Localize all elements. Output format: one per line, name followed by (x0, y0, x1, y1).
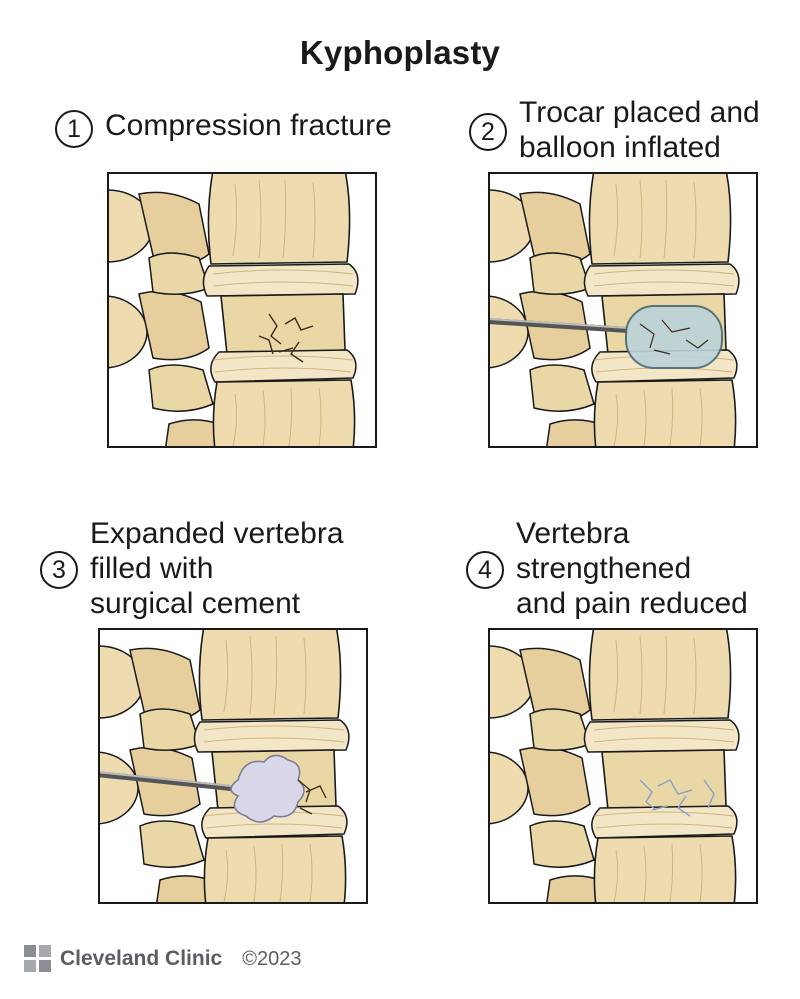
illustration-strengthened (488, 628, 758, 904)
step-4-caption: Vertebra strengthened and pain reduced (516, 516, 748, 621)
copyright: ©2023 (242, 947, 302, 970)
step-2-number: 2 (469, 113, 507, 151)
trocar (490, 318, 629, 333)
trocar (100, 771, 251, 793)
step-4-caption-line: Vertebra (516, 517, 630, 550)
fracture-cracks (258, 313, 314, 363)
illustration-balloon-inflated (488, 172, 758, 448)
step-4-heading: 4 Vertebra strengthened and pain reduced (466, 516, 748, 621)
step-4-caption-line: and pain reduced (516, 587, 748, 620)
step-3-number: 3 (40, 551, 78, 589)
step-1-caption: Compression fracture (105, 108, 392, 143)
brand-name: Cleveland Clinic (60, 947, 223, 970)
step-3-caption-line: Expanded vertebra (90, 517, 344, 550)
step-3-caption-line: surgical cement (90, 587, 301, 620)
step-3-heading: 3 Expanded vertebra filled with surgical… (40, 516, 344, 621)
step-1-caption-line: Compression fracture (105, 109, 392, 142)
step-3-caption-line: filled with (90, 552, 214, 585)
spine-illustration-3 (100, 630, 366, 902)
cleveland-clinic-logo-icon (24, 945, 52, 973)
step-2-caption: Trocar placed and balloon inflated (519, 95, 760, 165)
step-3-caption: Expanded vertebra filled with surgical c… (90, 516, 344, 621)
step-2-heading: 2 Trocar placed and balloon inflated (469, 95, 760, 165)
step-1-number: 1 (55, 110, 93, 148)
step-4-number: 4 (466, 551, 504, 589)
balloon (625, 305, 723, 369)
illustration-cement-filled (98, 628, 368, 904)
step-1-heading: 1 Compression fracture (55, 108, 392, 148)
cement (230, 754, 305, 823)
illustration-compression-fracture (107, 172, 377, 448)
spine-illustration-1 (109, 174, 375, 446)
spine-illustration-4 (490, 630, 756, 902)
spine-illustration-2 (490, 174, 756, 446)
step-2-caption-line: Trocar placed and (519, 96, 760, 129)
footer: Cleveland Clinic ©2023 (24, 945, 301, 973)
step-4-caption-line: strengthened (516, 552, 692, 585)
step-2-caption-line: balloon inflated (519, 131, 721, 164)
healed-cracks (639, 779, 715, 817)
page-title: Kyphoplasty (299, 34, 501, 71)
